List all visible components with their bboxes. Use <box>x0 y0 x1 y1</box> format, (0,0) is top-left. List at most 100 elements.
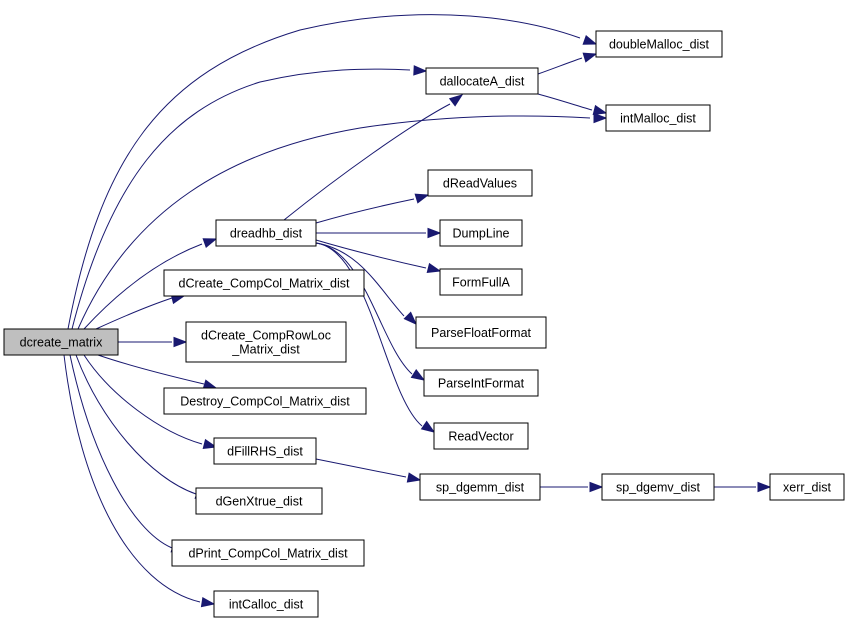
node-intcalloc-dist[interactable]: intCalloc_dist <box>213 590 319 618</box>
edge-dreadhb-dist-to-readvector <box>315 242 436 433</box>
edge-line <box>83 243 203 330</box>
edge-dcreate-matrix-to-dcreate-comprowloc-matrix-dist <box>114 336 188 348</box>
node-dallocatea-dist[interactable]: dallocateA_dist <box>425 67 539 95</box>
edge-dcreate-matrix-to-dprint-compcol-matrix-dist <box>69 354 186 553</box>
node-label: Destroy_CompCol_Matrix_dist <box>180 395 350 409</box>
edge-line <box>315 242 405 317</box>
node-box[interactable] <box>433 422 529 450</box>
node-label: dallocateA_dist <box>440 75 525 89</box>
arrowhead <box>757 481 772 493</box>
node-box[interactable] <box>215 219 317 247</box>
arrowhead <box>448 94 464 107</box>
edge-line <box>97 354 205 385</box>
node-box[interactable] <box>423 369 539 397</box>
node-label: intCalloc_dist <box>229 598 304 612</box>
edge-line <box>537 93 593 111</box>
node-dreadvalues[interactable]: dReadValues <box>427 169 533 197</box>
edge-line <box>63 354 201 603</box>
edge-dallocatea-dist-to-doublemalloc-dist <box>537 52 598 75</box>
node-box[interactable] <box>195 487 323 515</box>
node-destroy-compcol-matrix-dist[interactable]: Destroy_CompCol_Matrix_dist <box>163 387 367 415</box>
edge-line <box>95 297 173 330</box>
edge-line <box>537 57 583 75</box>
node-box[interactable] <box>427 169 533 197</box>
node-box[interactable] <box>163 269 365 297</box>
arrowhead <box>593 112 608 124</box>
node-dreadhb-dist[interactable]: dreadhb_dist <box>215 219 317 247</box>
node-label: FormFullA <box>452 276 510 290</box>
node-box[interactable] <box>769 473 845 501</box>
node-box[interactable] <box>171 539 365 567</box>
node-box[interactable] <box>3 328 119 356</box>
edge-dcreate-matrix-to-dgenxtrue-dist <box>75 354 210 499</box>
node-label: dFillRHS_dist <box>227 445 303 459</box>
arrowhead <box>589 481 604 493</box>
node-box[interactable] <box>425 67 539 95</box>
node-box[interactable] <box>415 316 547 349</box>
edge-line <box>69 354 173 549</box>
node-label: intMalloc_dist <box>620 112 696 126</box>
node-intmalloc-dist[interactable]: intMalloc_dist <box>605 104 711 132</box>
node-box[interactable] <box>605 104 711 132</box>
node-label: dPrint_CompCol_Matrix_dist <box>188 547 348 561</box>
node-label: ParseIntFormat <box>438 377 525 391</box>
node-label: dGenXtrue_dist <box>216 495 303 509</box>
arrowhead <box>420 420 436 433</box>
edge-dcreate-matrix-to-dallocatea-dist <box>71 65 428 330</box>
node-label: sp_dgemm_dist <box>436 481 525 495</box>
node-dfillrhs-dist[interactable]: dFillRHS_dist <box>213 437 317 465</box>
node-label: ParseFloatFormat <box>431 326 532 340</box>
edge-line <box>67 14 581 330</box>
node-box[interactable] <box>213 437 317 465</box>
edge-dreadhb-dist-to-formfulla <box>315 239 442 274</box>
edge-dcreate-matrix-to-doublemalloc-dist <box>67 14 598 330</box>
node-label: dreadhb_dist <box>230 227 303 241</box>
node-readvector[interactable]: ReadVector <box>433 422 529 450</box>
node-box[interactable] <box>419 473 541 501</box>
node-label: dcreate_matrix <box>20 336 103 350</box>
edge-dreadhb-dist-to-dallocatea-dist <box>283 94 464 221</box>
edge-sp-dgemm-dist-to-sp-dgemv-dist <box>540 481 604 493</box>
node-box[interactable] <box>163 387 367 415</box>
edge-dcreate-matrix-to-dfillrhs-dist <box>83 354 218 450</box>
node-parseintformat[interactable]: ParseIntFormat <box>423 369 539 397</box>
node-doublemalloc-dist[interactable]: doubleMalloc_dist <box>595 30 723 58</box>
node-box[interactable] <box>439 219 523 247</box>
node-dumpline[interactable]: DumpLine <box>439 219 523 247</box>
edge-dcreate-matrix-to-intmalloc-dist <box>77 112 608 330</box>
arrowhead <box>202 438 218 450</box>
node-box[interactable] <box>595 30 723 58</box>
arrowhead <box>403 311 418 326</box>
arrowhead <box>200 596 216 608</box>
edge-dfillrhs-dist-to-sp-dgemm-dist <box>315 458 422 483</box>
node-formfulla[interactable]: FormFullA <box>439 268 523 296</box>
node-label: xerr_dist <box>783 481 831 495</box>
node-box[interactable] <box>185 321 347 363</box>
node-box[interactable] <box>213 590 319 618</box>
node-dgenxtrue-dist[interactable]: dGenXtrue_dist <box>195 487 323 515</box>
node-label: ReadVector <box>448 430 513 444</box>
edge-dreadhb-dist-to-parsefloatformat <box>315 242 418 326</box>
node-label: DumpLine <box>453 227 510 241</box>
arrowhead <box>592 104 608 116</box>
node-xerr-dist[interactable]: xerr_dist <box>769 473 845 501</box>
node-sp-dgemv-dist[interactable]: sp_dgemv_dist <box>601 473 715 501</box>
node-label: _Matrix_dist <box>231 343 300 357</box>
edge-dcreate-matrix-to-intcalloc-dist <box>63 354 216 608</box>
node-dcreate-compcol-matrix-dist[interactable]: dCreate_CompCol_Matrix_dist <box>163 269 365 297</box>
node-dcreate-comprowloc-matrix-dist[interactable]: dCreate_CompRowLoc_Matrix_dist <box>185 321 347 363</box>
node-label: sp_dgemv_dist <box>616 481 701 495</box>
edge-line <box>77 115 591 330</box>
edge-line <box>71 68 411 330</box>
node-sp-dgemm-dist[interactable]: sp_dgemm_dist <box>419 473 541 501</box>
node-box[interactable] <box>601 473 715 501</box>
edge-line <box>83 354 203 445</box>
edge-line <box>283 103 451 221</box>
node-box[interactable] <box>439 268 523 296</box>
arrowhead <box>410 368 426 381</box>
node-dprint-compcol-matrix-dist[interactable]: dPrint_CompCol_Matrix_dist <box>171 539 365 567</box>
node-parsefloatformat[interactable]: ParseFloatFormat <box>415 316 547 349</box>
node-dcreate-matrix[interactable]: dcreate_matrix <box>3 328 119 356</box>
edge-line <box>75 354 197 495</box>
arrowhead <box>413 65 428 76</box>
